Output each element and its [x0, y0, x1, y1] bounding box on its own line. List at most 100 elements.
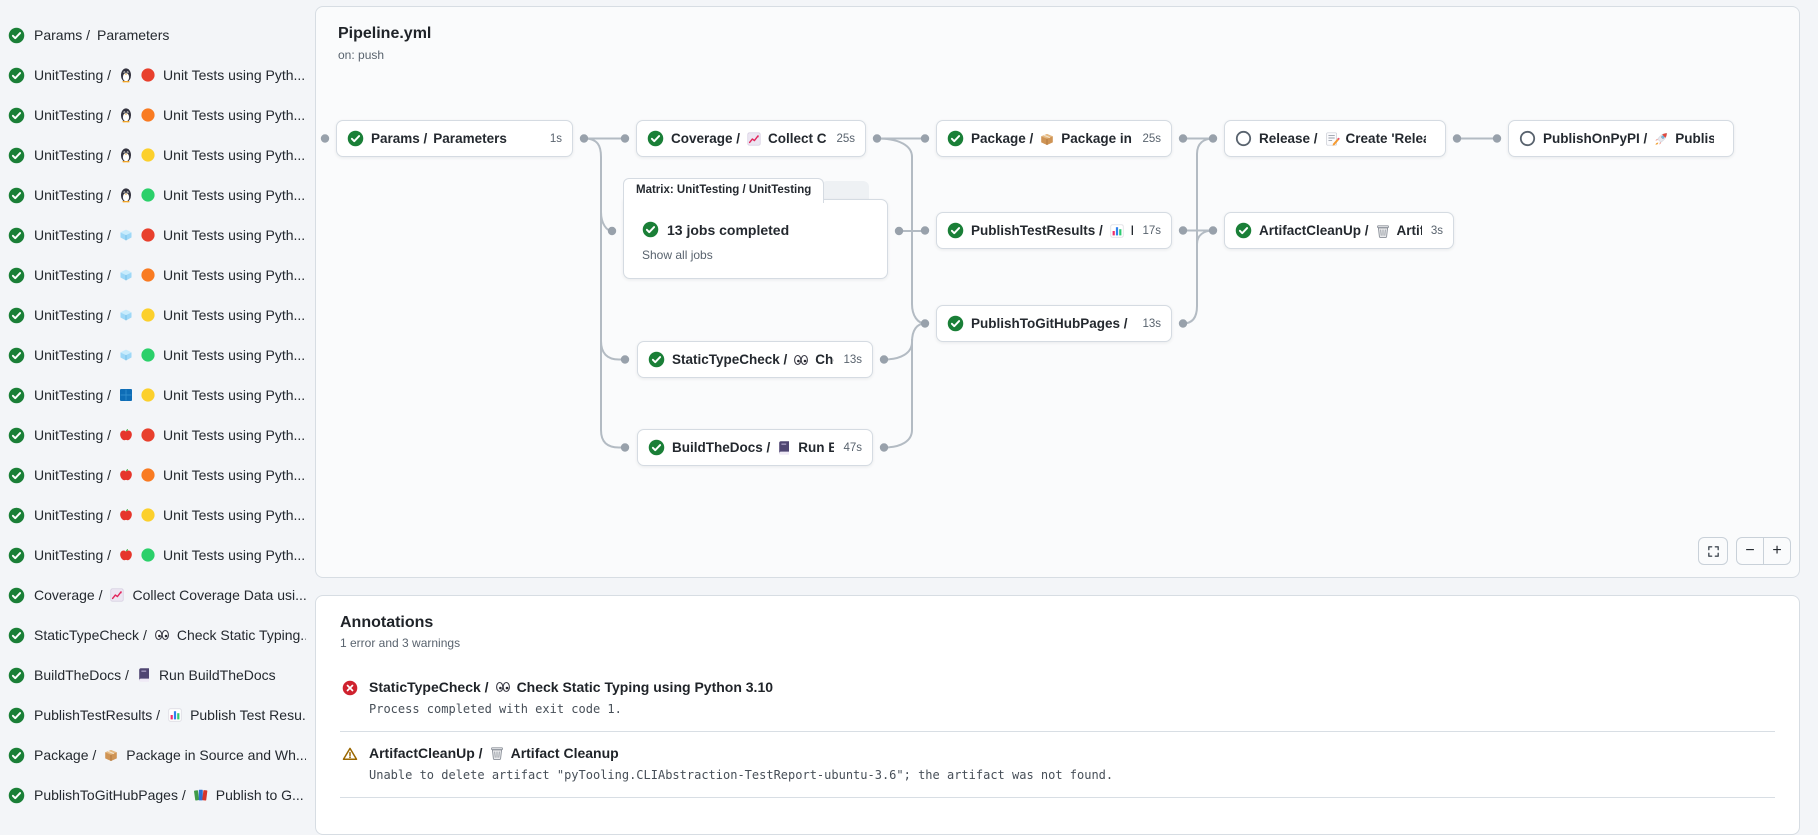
workflow-node-publish-test-results[interactable]: PublishTestResults / Pu... 17s: [936, 212, 1172, 249]
annotation-job-name[interactable]: ArtifactCleanUp /: [369, 745, 483, 761]
sidebar-job-item[interactable]: Coverage / Collect Coverage Data usi...: [8, 575, 306, 615]
zoom-in-button[interactable]: +: [1763, 538, 1790, 564]
annotations-summary: 1 error and 3 warnings: [340, 636, 461, 650]
fullscreen-button[interactable]: [1698, 537, 1728, 565]
sidebar-job-item[interactable]: Package / Package in Source and Wh...: [8, 735, 306, 775]
error-icon: [342, 680, 358, 696]
sidebar-job-item[interactable]: PublishTestResults / Publish Test Resu..…: [8, 695, 306, 735]
node-status-icon: [947, 130, 964, 147]
memo-icon: [1324, 131, 1340, 147]
job-name: PublishToGitHubPages /: [34, 787, 186, 803]
node-duration: 13s: [843, 353, 862, 366]
job-status-icon: [8, 467, 25, 484]
warning-icon: [342, 746, 358, 762]
show-all-jobs-link[interactable]: Show all jobs: [642, 248, 713, 262]
job-step-title: Unit Tests using Pyth...: [163, 267, 306, 283]
workflow-graph-panel: Pipeline.yml on: push: [315, 6, 1800, 578]
sidebar-job-item[interactable]: UnitTesting / Unit Tests using Pyth...: [8, 295, 306, 335]
node-status-icon: [347, 130, 364, 147]
job-name: UnitTesting /: [34, 387, 112, 403]
apple-icon: [118, 427, 134, 443]
annotation-step-title[interactable]: Check Static Typing using Python 3.10: [516, 679, 774, 695]
workflow-node-publish-on-pypi[interactable]: PublishOnPyPI / Publish to ...: [1508, 120, 1734, 157]
sidebar-job-item[interactable]: UnitTesting / Unit Tests using Pyth...: [8, 335, 306, 375]
job-step-title: Collect Coverage Data usi...: [132, 587, 306, 603]
job-step-title: Check Static Typing...: [176, 627, 306, 643]
sidebar-job-item[interactable]: PublishToGitHubPages / Publish to G...: [8, 775, 306, 815]
job-status-icon: [8, 627, 25, 644]
annotation-step-title[interactable]: Artifact Cleanup: [510, 745, 619, 761]
node-step-title: Create 'Release P...: [1345, 131, 1426, 146]
bar-chart-icon: [167, 707, 183, 723]
sidebar-job-item[interactable]: UnitTesting / Unit Tests using Pyth...: [8, 255, 306, 295]
job-name: UnitTesting /: [34, 267, 112, 283]
job-name: UnitTesting /: [34, 427, 112, 443]
book-icon: [776, 440, 792, 456]
penguin-icon: [118, 187, 134, 203]
job-step-title: Unit Tests using Pyth...: [163, 67, 306, 83]
matrix-summary: 13 jobs completed: [667, 221, 790, 238]
matrix-group-node[interactable]: 13 jobs completed Show all jobs: [623, 199, 888, 279]
job-name: UnitTesting /: [34, 547, 112, 563]
workflow-node-artifact-cleanup[interactable]: ArtifactCleanUp / Artifac... 3s: [1224, 212, 1454, 249]
sidebar-job-item[interactable]: UnitTesting / Unit Tests using Pyth...: [8, 175, 306, 215]
eyes-icon: [154, 627, 170, 643]
node-status-icon: [648, 439, 665, 456]
node-step-title: Publish to ...: [1675, 131, 1714, 146]
node-job-name: BuildTheDocs /: [672, 440, 771, 455]
job-name: UnitTesting /: [34, 507, 112, 523]
sidebar-job-item[interactable]: BuildTheDocs / Run BuildTheDocs: [8, 655, 306, 695]
job-status-icon: [8, 147, 25, 164]
job-status-icon: [8, 27, 25, 44]
workflow-node-release[interactable]: Release / Create 'Release P...: [1224, 120, 1446, 157]
sidebar-job-item[interactable]: UnitTesting / Unit Tests using Pyth...: [8, 495, 306, 535]
sidebar-job-item[interactable]: UnitTesting / Unit Tests using Pyth...: [8, 55, 306, 95]
sidebar-job-item[interactable]: UnitTesting / Unit Tests using Pyth...: [8, 215, 306, 255]
job-step-title: Unit Tests using Pyth...: [163, 107, 306, 123]
job-name: PublishTestResults /: [34, 707, 161, 723]
job-status-icon: [8, 427, 25, 444]
node-job-name: Package /: [971, 131, 1034, 146]
annotation-job-name[interactable]: StaticTypeCheck /: [369, 679, 489, 695]
graph-canvas: Matrix: UnitTesting / UnitTesting 13 job…: [316, 7, 1799, 577]
workflow-node-coverage[interactable]: Coverage / Collect Cove... 25s: [636, 120, 866, 157]
workflow-node-build-the-docs[interactable]: BuildTheDocs / Run Buil... 47s: [637, 429, 873, 466]
job-name: Params /: [34, 27, 91, 43]
sidebar-job-item[interactable]: UnitTesting / Unit Tests using Pyth...: [8, 135, 306, 175]
sidebar-job-item[interactable]: UnitTesting / Unit Tests using Pyth...: [8, 535, 306, 575]
dot-red-icon: [140, 427, 156, 443]
dot-yellow-icon: [140, 507, 156, 523]
node-job-name: Coverage /: [671, 131, 741, 146]
node-step-title: Package in So...: [1061, 131, 1133, 146]
node-duration: 13s: [1142, 317, 1161, 330]
workflow-node-package[interactable]: Package / Package in So... 25s: [936, 120, 1172, 157]
chart-up-icon: [746, 131, 762, 147]
annotation-message: Process completed with exit code 1.: [369, 702, 622, 716]
workflow-node-params[interactable]: Params / Parameters 1s: [336, 120, 573, 157]
job-step-title: Parameters: [97, 27, 170, 43]
job-status-icon: [8, 747, 25, 764]
workflow-node-static-type-check[interactable]: StaticTypeCheck / Chec... 13s: [637, 341, 873, 378]
eyes-icon: [495, 679, 511, 695]
sidebar-job-item[interactable]: UnitTesting / Unit Tests using Pyth...: [8, 455, 306, 495]
node-status-icon: [647, 130, 664, 147]
bar-chart-icon: [1109, 223, 1125, 239]
ice-icon: [118, 227, 134, 243]
rocket-icon: [1653, 131, 1669, 147]
annotation-message: Unable to delete artifact "pyTooling.CLI…: [369, 768, 1114, 782]
ice-icon: [118, 347, 134, 363]
apple-icon: [118, 467, 134, 483]
sidebar-job-item[interactable]: UnitTesting / Unit Tests using Pyth...: [8, 375, 306, 415]
penguin-icon: [118, 67, 134, 83]
node-step-title: Pu...: [1131, 223, 1134, 238]
ice-icon: [118, 267, 134, 283]
matrix-tab[interactable]: Matrix: UnitTesting / UnitTesting: [623, 178, 825, 203]
sidebar-job-item[interactable]: UnitTesting / Unit Tests using Pyth...: [8, 95, 306, 135]
dot-green-icon: [140, 347, 156, 363]
sidebar-job-item[interactable]: StaticTypeCheck / Check Static Typing...: [8, 615, 306, 655]
zoom-out-button[interactable]: −: [1745, 542, 1755, 559]
sidebar-job-item[interactable]: UnitTesting / Unit Tests using Pyth...: [8, 415, 306, 455]
job-step-title: Unit Tests using Pyth...: [163, 147, 306, 163]
workflow-node-publish-to-github-pages[interactable]: PublishToGitHubPages / ... 13s: [936, 305, 1172, 342]
sidebar-job-item[interactable]: Params / Parameters: [8, 15, 306, 55]
